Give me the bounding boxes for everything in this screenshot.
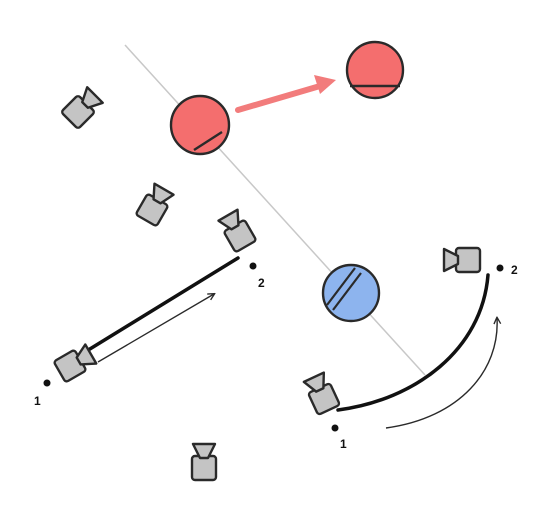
straight-dolly-track	[83, 256, 240, 363]
dot-marker-icon	[496, 264, 504, 272]
movie-camera-icon	[61, 86, 104, 129]
movie-camera-icon	[302, 371, 341, 416]
movie-camera-icon	[53, 343, 98, 383]
dolly-end-label: 2	[258, 276, 265, 290]
dot-marker-icon	[331, 424, 339, 432]
movie-camera-icon	[217, 208, 257, 253]
arc-end-label: 2	[511, 263, 518, 277]
red-movement-arrow	[235, 75, 336, 113]
movie-camera-icon	[190, 442, 218, 482]
red-ball-end	[345, 40, 405, 100]
blue-ball	[321, 263, 381, 323]
movie-camera-icon	[442, 246, 482, 274]
arc-start-label: 1	[340, 437, 347, 451]
axis-line	[124, 44, 426, 376]
red-ball-start	[169, 94, 231, 156]
arc-dolly-track	[336, 273, 497, 429]
dot-marker-icon	[249, 262, 257, 270]
dolly-start-label: 1	[34, 394, 41, 408]
movie-camera-icon	[135, 182, 175, 227]
dot-marker-icon	[43, 379, 51, 387]
